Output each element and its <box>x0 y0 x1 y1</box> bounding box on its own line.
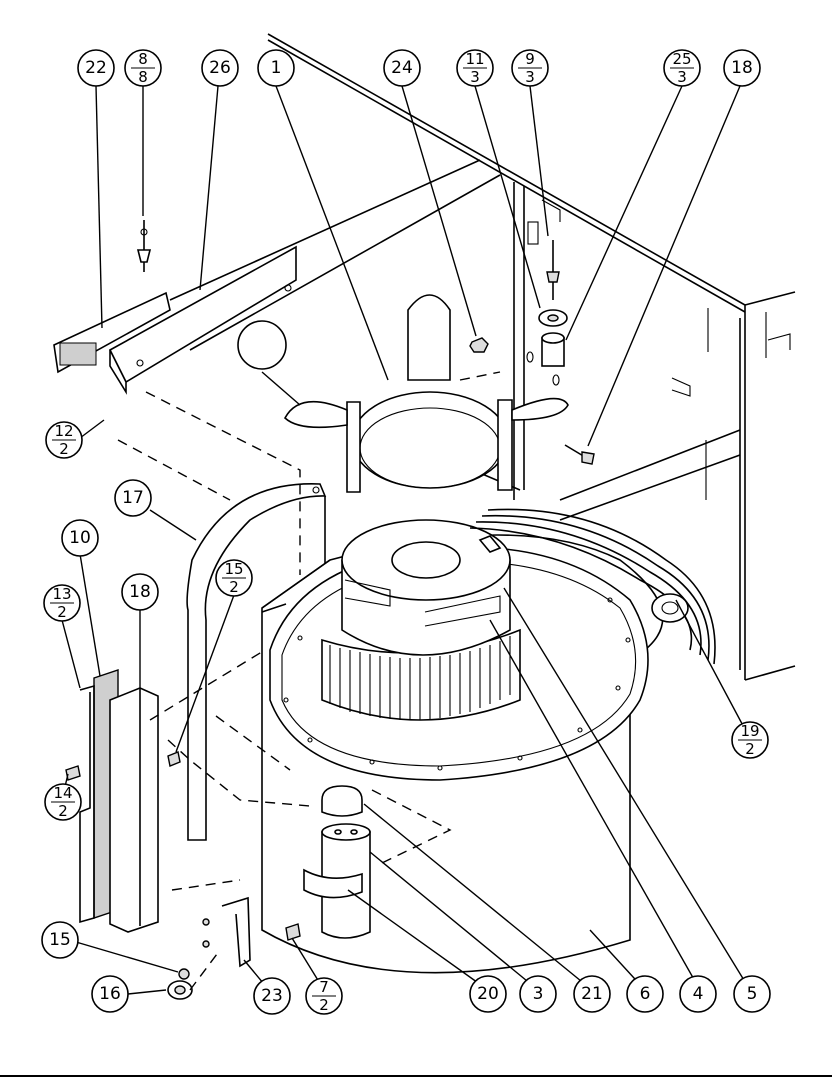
svg-text:8: 8 <box>138 68 148 86</box>
svg-text:26: 26 <box>209 58 231 78</box>
svg-text:18: 18 <box>129 582 151 602</box>
screw-15 <box>178 968 190 980</box>
mounting-rail <box>108 245 297 395</box>
callout-15: 15 <box>41 921 79 959</box>
bushing-stack <box>526 240 568 386</box>
svg-text:3: 3 <box>470 68 480 86</box>
callout-10: 10 <box>61 519 99 557</box>
bracket-23 <box>202 896 251 968</box>
callout-7-2: 7 2 <box>305 977 343 1015</box>
assembly-guides <box>117 371 501 991</box>
callout-18-upper: 18 <box>723 49 761 87</box>
svg-text:8: 8 <box>138 50 148 68</box>
callout-8-8: 8 8 <box>124 49 162 87</box>
svg-text:7: 7 <box>319 978 329 996</box>
blower-wheel <box>321 628 521 721</box>
svg-text:10: 10 <box>69 528 91 548</box>
callout-19-2: 19 2 <box>731 721 769 759</box>
callout-25-3: 25 3 <box>663 49 701 87</box>
callout-9-3: 9 3 <box>511 49 549 87</box>
svg-text:12: 12 <box>54 422 73 440</box>
svg-text:22: 22 <box>85 58 107 78</box>
svg-text:23: 23 <box>261 986 283 1006</box>
grommet-16 <box>167 980 193 1000</box>
svg-text:2: 2 <box>58 802 68 820</box>
callout-13-2: 13 2 <box>43 584 81 622</box>
svg-text:11: 11 <box>465 50 484 68</box>
svg-text:13: 13 <box>52 585 71 603</box>
callout-leaders <box>61 85 751 996</box>
svg-text:3: 3 <box>533 984 544 1004</box>
svg-text:19: 19 <box>740 722 759 740</box>
callout-14-2: 14 2 <box>44 783 82 821</box>
svg-text:6: 6 <box>640 984 651 1004</box>
svg-text:5: 5 <box>747 984 758 1004</box>
callout-4: 4 <box>679 975 717 1013</box>
svg-text:2: 2 <box>59 440 69 458</box>
callout-22: 22 <box>77 49 115 87</box>
svg-text:15: 15 <box>49 930 71 950</box>
svg-text:25: 25 <box>672 50 691 68</box>
callout-5: 5 <box>733 975 771 1013</box>
callout-21: 21 <box>573 975 611 1013</box>
capacitor-boot <box>321 785 363 817</box>
cabinet-panel <box>169 33 796 681</box>
screw-15-2 <box>167 751 181 767</box>
svg-text:20: 20 <box>477 984 499 1004</box>
svg-text:4: 4 <box>693 984 704 1004</box>
nut-24 <box>469 337 489 353</box>
svg-text:17: 17 <box>122 488 144 508</box>
svg-text:15: 15 <box>224 560 243 578</box>
svg-text:3: 3 <box>677 68 687 86</box>
svg-text:2: 2 <box>319 996 329 1014</box>
capacitor-strap <box>303 868 363 899</box>
screw-8-8 <box>136 220 152 272</box>
callout-3: 3 <box>519 975 557 1013</box>
wheel-blades <box>329 636 511 720</box>
motor-mount-ring <box>237 294 569 493</box>
screw-14-2 <box>65 765 81 781</box>
callout-11-3: 11 3 <box>456 49 494 87</box>
callout-15-2: 15 2 <box>215 559 253 597</box>
callout-16: 16 <box>91 975 129 1013</box>
gasket-strip <box>53 291 171 374</box>
callout-20: 20 <box>469 975 507 1013</box>
callout-17: 17 <box>114 479 152 517</box>
callout-12-2: 12 2 <box>45 421 83 459</box>
angle-bracket-lower <box>109 687 159 933</box>
callout-24: 24 <box>383 49 421 87</box>
svg-text:2: 2 <box>57 603 67 621</box>
svg-text:1: 1 <box>271 58 282 78</box>
screw-18-upper <box>564 444 595 465</box>
svg-text:14: 14 <box>53 784 72 802</box>
svg-text:2: 2 <box>229 578 239 596</box>
svg-text:21: 21 <box>581 984 603 1004</box>
callout-1: 1 <box>257 49 295 87</box>
svg-text:24: 24 <box>391 58 413 78</box>
channel-13-2 <box>79 684 95 924</box>
svg-text:3: 3 <box>525 68 535 86</box>
svg-text:18: 18 <box>731 58 753 78</box>
callout-23: 23 <box>253 977 291 1015</box>
callout-26: 26 <box>201 49 239 87</box>
svg-text:16: 16 <box>99 984 121 1004</box>
callout-18-lower: 18 <box>121 573 159 611</box>
blower-motor <box>341 519 511 656</box>
svg-text:9: 9 <box>525 50 535 68</box>
callout-6: 6 <box>626 975 664 1013</box>
housing-holes <box>283 597 631 771</box>
screw-7-2 <box>285 923 301 941</box>
svg-text:2: 2 <box>745 740 755 758</box>
